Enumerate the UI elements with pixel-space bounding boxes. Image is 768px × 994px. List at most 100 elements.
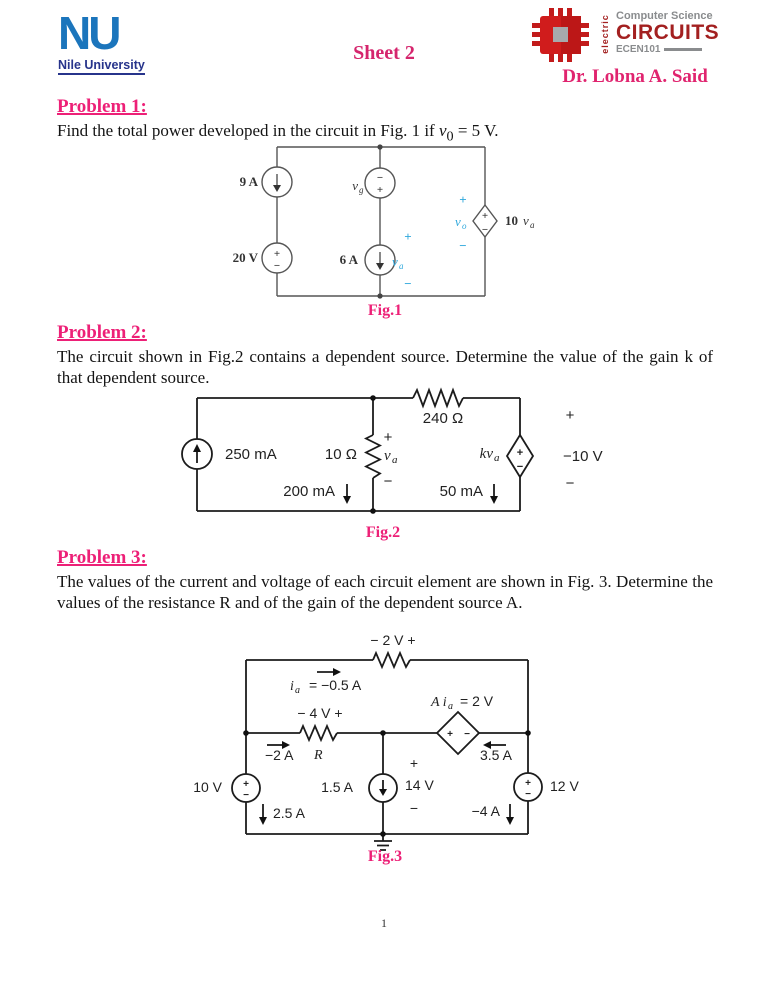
problem-3-body: The values of the current and voltage of… [57,572,713,612]
course-logo-title: CIRCUITS [616,21,720,44]
fig3-25a-arrow-icon [259,804,267,825]
fig3-label-35a: 3.5 A [480,747,513,763]
fig3-12v-minus: − [525,789,531,800]
fig2-50ma-arrow-icon [490,484,498,504]
fig3-label-dep-gain-sub: a [448,701,453,712]
fig1-label-vo: v [455,214,461,229]
course-logo: Computer Science CIRCUITS ECEN101 [616,10,719,55]
fig1-label-va: v [392,254,398,269]
fig1-20v-minus: − [274,260,280,272]
figure-1-circuit: − + + − + − 9 A 20 V 6 A v g + v a − + v… [233,144,535,299]
fig2-va-plus: + [384,429,393,446]
fig1-dep-minus: − [482,224,488,236]
fig1-va-minus: − [404,276,411,291]
fig1-current-source-6a [376,252,384,270]
fig3-dep-plus: + [447,729,453,740]
fig3-label-dep-gain: A i [430,695,447,710]
fig1-wires [261,146,498,297]
fig1-current-source-9a [273,174,281,192]
fig2-label-240ohm: 240 Ω [423,410,463,427]
fig3-ground-node [380,831,386,837]
fig3-label-mid-voltage: − 4 V + [297,705,342,721]
fig1-bottom-node [377,293,383,299]
problem-1-text-after: = 5 V. [453,121,499,140]
fig2-depv-plus: + [566,407,575,424]
fig2-label-va-sub: a [392,454,398,466]
fig1-label-6a: 6 A [340,252,359,267]
fig3-wires [231,650,543,851]
fig2-current-source [193,444,201,463]
fig1-vo-plus: + [459,192,466,207]
fig2-dep-plus: + [517,447,523,459]
fig1-vg-minus: − [377,172,383,184]
fig3-10v-plus: + [243,779,249,790]
fig1-dep-plus: + [482,210,488,222]
microchip-icon [532,8,589,62]
fig1-label-va-sub: a [399,261,404,271]
figure-1-caption: Fig.1 [367,302,403,319]
fig3-label-ia-sub: a [295,685,300,696]
fig3-label-10v: 10 V [193,779,222,795]
fig3-mid-node [380,730,386,736]
fig2-200ma-arrow-icon [343,484,351,504]
fig3-label-minus4a: −4 A [472,803,501,819]
problem-1-body: Find the total power developed in the ci… [57,120,713,147]
fig3-right-node [525,730,531,736]
fig1-vo-minus: − [459,238,466,253]
fig1-label-vg: v [352,178,358,193]
fig1-va-plus: + [404,229,411,244]
course-code-rule [664,48,703,51]
fig3-minus2a-arrow-icon [267,741,290,749]
problem-1-variable-sub: 0 [446,128,454,145]
figure-2-circuit: + − 250 mA 10 Ω + v a − 200 mA 240 Ω kv … [181,387,603,514]
instructor-name: Dr. Lobna A. Said [562,66,708,87]
course-code: ECEN101 [616,44,661,55]
fig3-14v-minus: − [410,800,418,816]
fig2-label-50ma: 50 mA [440,483,483,500]
fig3-10v-minus: − [243,790,249,801]
problem-2-body: The circuit shown in Fig.2 contains a de… [57,347,713,387]
fig2-va-minus: − [384,473,393,490]
fig3-current-source [379,780,387,796]
fig2-label-source: 250 mA [225,446,277,463]
nu-monogram-icon: NU [58,7,121,59]
page-number: 1 [381,916,387,930]
fig3-left-node [243,730,249,736]
fig2-label-kva: kv [480,446,494,462]
fig2-label-kva-sub: a [494,452,500,464]
fig2-depv-minus: − [566,475,575,492]
fig3-label-ia-value: = −0.5 A [309,677,362,693]
course-logo-vertical-text: electric [600,14,610,54]
fig3-14v-plus: + [410,755,418,771]
fig1-dep-var: v [523,213,529,228]
fig3-label-minus2a: −2 A [265,747,294,763]
fig3-label-25a: 2.5 A [273,805,306,821]
fig3-label-dep-value: = 2 V [460,693,494,709]
fig3-dep-minus: − [464,729,470,740]
figure-2-caption: Fig.2 [365,524,401,541]
fig1-label-20v: 20 V [233,250,259,265]
sheet-title: Sheet 2 [353,42,415,64]
fig1-vg-plus: + [377,184,383,196]
nu-logo-name: Nile University [58,58,145,75]
fig3-12v-plus: + [525,778,531,789]
fig2-label-va: v [384,448,391,464]
fig3-ia-arrow-icon [317,668,341,676]
fig3-label-r: R [313,748,323,763]
figure-3-circuit: + − + − + − − 2 V + i a = −0.5 A − 4 V +… [193,632,579,851]
fig3-label-15a: 1.5 A [321,779,354,795]
nile-university-logo: NU Nile University [58,10,168,75]
fig2-top-node [370,395,376,401]
fig3-label-top-voltage: − 2 V + [370,632,415,648]
problem-1-variable: v [438,121,447,140]
fig1-top-node [377,144,383,150]
fig3-label-ia: i [290,679,294,694]
problem-2-title: Problem 2: [57,322,147,343]
fig2-label-10ohm: 10 Ω [325,446,357,463]
course-logo-topline: Computer Science [616,10,713,22]
problem-3-title: Problem 3: [57,547,147,568]
fig2-bottom-node [370,508,376,514]
figure-3-caption: Fig.3 [367,848,403,865]
fig2-label-200ma: 200 mA [283,483,335,500]
